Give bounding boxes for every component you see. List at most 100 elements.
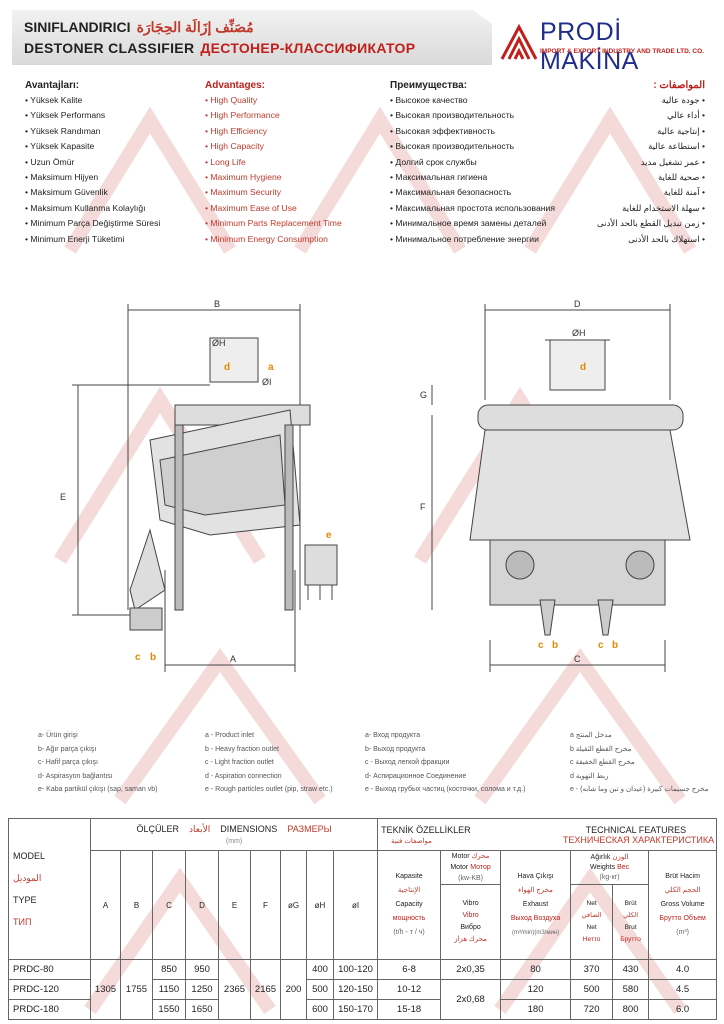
list-item: مدخل المنتج a xyxy=(570,732,612,739)
dim-label-h-side: ØH xyxy=(212,338,226,348)
list-item: • Maximum Ease of Use xyxy=(205,202,297,213)
port-label-d: d xyxy=(224,362,230,373)
list-item: • Высокая производительность xyxy=(390,110,515,121)
advantages-ar: المواصفات : • جودة عالية • أداء عالي • إنت… xyxy=(560,80,705,247)
list-item: • Максимальная гигиена xyxy=(390,172,488,183)
list-item: • Maksimum Hijyen xyxy=(25,172,99,183)
dim-label-a: A xyxy=(230,654,236,664)
advantages-ru-title: Преимущества: xyxy=(390,80,468,91)
advantages-ru: Преимущества: • Высокое качество • Высока… xyxy=(390,80,590,247)
port-label-b: b xyxy=(150,652,156,663)
list-item: • استطاعة عالية xyxy=(648,141,705,152)
dim-label-e: E xyxy=(60,492,66,502)
title-en: DESTONER CLASSIFIER xyxy=(24,40,195,56)
port-label-a: a xyxy=(268,362,274,373)
list-item: • High Efficiency xyxy=(205,125,268,136)
logo-tagline: IMPORT & EXPORT INDUSTRY AND TRADE LTD. … xyxy=(540,48,704,55)
list-item: مخرج القطع الخفيفة c xyxy=(570,759,635,767)
list-item: • Высокое качество xyxy=(390,95,468,105)
port-label-e: e xyxy=(326,530,332,541)
list-item: • Yüksek Kalite xyxy=(25,95,83,105)
list-item: • Maksimum Güvenlik xyxy=(25,187,108,198)
list-item: • Yüksek Randıman xyxy=(25,125,101,136)
list-item: • Минимальное время замены деталей xyxy=(390,218,547,229)
col-b: B xyxy=(120,850,153,960)
list-item: • Максимальная простота использования xyxy=(390,202,555,213)
advantages-en: Advantages: • High Quality• High Perform… xyxy=(205,80,385,247)
title-tr: SINIFLANDIRICI xyxy=(24,19,131,35)
list-item: • Maximum Hygiene xyxy=(205,172,282,183)
col-a: A xyxy=(90,850,121,960)
list-item: • آمنة للغاية xyxy=(663,187,705,198)
list-item: • إنتاجية عالية xyxy=(657,125,705,136)
col-f: F xyxy=(250,850,281,960)
col-d: D xyxy=(185,850,219,960)
list-item: a - Product inlet xyxy=(205,732,255,739)
list-item: • Yüksek Kapasite xyxy=(25,141,95,152)
port-label-d-front: d xyxy=(580,362,586,373)
list-item: • Minimum Energy Consumption xyxy=(205,233,328,244)
advantages-ar-title: المواصفات : xyxy=(653,80,705,91)
port-label-c: c xyxy=(135,652,141,663)
list-item: • Минимальное потребление энергии xyxy=(390,233,539,244)
list-item: e - Выход грубых частиц (косточки, солом… xyxy=(365,786,526,794)
list-item: • Высокая производительность xyxy=(390,141,515,152)
port-label-c-front-2: c xyxy=(598,640,604,651)
title-ar: مُصَنِّف إزَالَة الحِجَارَة xyxy=(136,19,254,35)
col-g: øG xyxy=(280,850,307,960)
technical-drawing: B A E ØH ØI D ØH C G F d a e c b d c b c… xyxy=(60,299,691,672)
dim-label-i: ØI xyxy=(262,377,272,387)
list-item: • Uzun Ömür xyxy=(25,156,75,167)
list-item: • صحية للغاية xyxy=(657,172,705,183)
company-logo: PRODİ MAKİNA IMPORT & EXPORT INDUSTRY AN… xyxy=(500,18,715,75)
list-item: e- Kaba partikül çıkışı (sap, saman vb) xyxy=(38,786,158,794)
dimensions-header: ÖLÇÜLER الأبعاد DIMENSIONS РАЗМЕРЫ(mm) xyxy=(89,818,379,851)
list-item: • High Quality xyxy=(205,95,258,105)
dim-label-d: D xyxy=(574,299,581,309)
col-e: E xyxy=(218,850,251,960)
list-item: • عمر تشغيل مديد xyxy=(640,156,705,167)
list-item: d- Аспирационное Соединение xyxy=(365,772,467,780)
list-item: d- Aspirasyon bağlantısı xyxy=(38,772,113,780)
legend-tr: a- Ürün girişi b- Ağır parça çıkışı c- Haf… xyxy=(38,729,157,797)
list-item: • Yüksek Performans xyxy=(25,110,106,121)
col-h: øH xyxy=(306,850,334,960)
list-item: • Максимальная безопасность xyxy=(390,187,512,198)
advantages-en-title: Advantages: xyxy=(205,80,266,91)
list-item: a- Ürün girişi xyxy=(38,732,78,739)
list-item: • Minimum Parça Değiştirme Süresi xyxy=(25,218,161,229)
logo-name: PRODİ MAKİNA xyxy=(540,18,639,75)
port-label-b-front: b xyxy=(552,640,558,651)
advantages-tr-title: Avantajları: xyxy=(25,80,80,91)
list-item: مخرج القطع الثقيلة b xyxy=(570,745,632,753)
title-ru: ДЕСТОНЕР-КЛАССИФИКАТОР xyxy=(200,40,416,56)
list-item: b- Ağır parça çıkışı xyxy=(38,745,97,753)
list-item: • جودة عالية xyxy=(661,95,705,105)
list-item: • سهلة الاستخدام للغاية xyxy=(622,202,705,213)
list-item: • زمن تبديل القطع بالحد الأدنى xyxy=(597,218,705,229)
list-item: • Long Life xyxy=(205,156,246,167)
port-label-b-front-2: b xyxy=(612,640,618,651)
list-item: • أداء عالي xyxy=(667,110,705,121)
list-item: b- Выход продукта xyxy=(365,745,426,753)
col-c: C xyxy=(152,850,186,960)
list-item: d - Aspiration connection xyxy=(205,772,282,780)
port-label-c-front: c xyxy=(538,640,544,651)
list-item: c- Hafif parça çıkışı xyxy=(38,759,98,767)
advantages-tr: Avantajları: • Yüksek Kalite • Yüksek Per… xyxy=(25,80,200,247)
dim-label-f: F xyxy=(420,502,426,512)
dim-label-c: C xyxy=(574,654,581,664)
